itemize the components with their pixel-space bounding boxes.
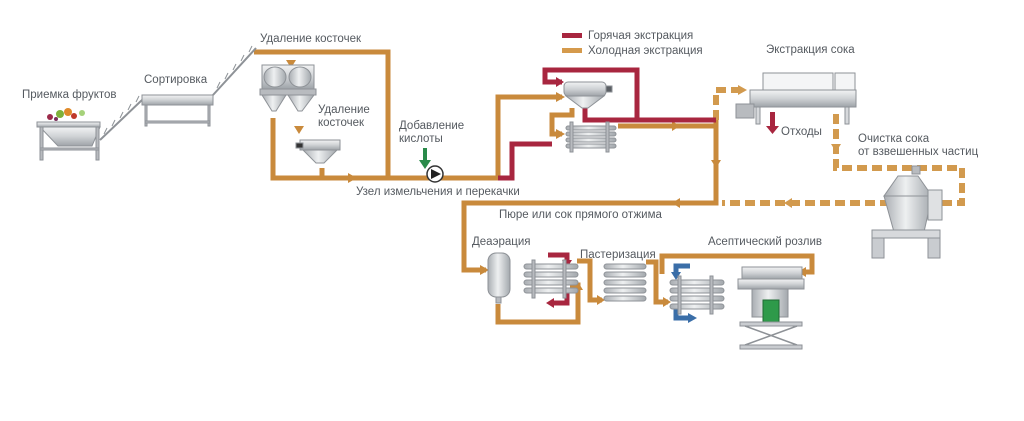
heat-exchanger-1 xyxy=(523,259,579,299)
pipe-pitter-outlet xyxy=(270,118,498,181)
acid-arrow-head xyxy=(419,160,431,169)
arrow-right-extractor xyxy=(556,92,565,102)
cooling-in xyxy=(673,263,690,274)
arrow-right-hex-out xyxy=(672,121,680,131)
label-puree: Пюре или сок прямого отжима xyxy=(499,209,662,221)
arrow-down-clarifier xyxy=(831,144,841,152)
pump-triangle xyxy=(431,169,441,179)
arrow-right-pasteurizer xyxy=(597,295,605,305)
hot-pipe-extractor-to-main xyxy=(582,108,716,123)
cold-extraction-pipes xyxy=(254,49,815,325)
label-aseptic-filling: Асептический розлив xyxy=(708,236,822,248)
dashed-to-juice-extractor xyxy=(713,87,740,120)
arrow-right-hot-extractor xyxy=(556,77,564,87)
hot-pipe-top-loop xyxy=(542,67,640,120)
waste-arrow-shaft xyxy=(770,112,775,126)
pipe-extractor-to-hex xyxy=(549,108,575,137)
dashed-flow-arrows xyxy=(738,85,841,208)
arrow-left-hot-heating xyxy=(546,298,554,308)
arrow-down-cooling xyxy=(671,272,681,280)
hot-flow-arrows xyxy=(546,77,779,308)
deaerator-tank xyxy=(487,252,511,304)
waste-arrow-head xyxy=(766,126,779,134)
label-fruit-reception: Приемка фруктов xyxy=(22,89,117,101)
arrow-down-pitting xyxy=(286,60,296,68)
label-deaeration: Деаэрация xyxy=(472,236,531,248)
hot-extraction-pipes xyxy=(498,67,716,306)
arrow-right-deaerator xyxy=(480,265,489,275)
arrow-left-puree xyxy=(672,198,680,208)
pipe-pasteurizer-to-hex2 xyxy=(646,259,668,305)
label-acid-2: кислоты xyxy=(399,133,443,145)
juice-extraction-decanter xyxy=(735,72,857,125)
arrow-down-pitter2 xyxy=(294,126,304,134)
aseptic-filler xyxy=(737,266,805,350)
cooling-arrows xyxy=(671,272,697,323)
cold-swatch xyxy=(562,48,582,53)
hot-pipe-milling-to-hex xyxy=(498,141,552,181)
label-pitting-mid-2: косточек xyxy=(318,117,365,129)
hot-heating-out xyxy=(552,293,570,306)
label-waste: Отходы xyxy=(781,126,822,138)
label-juice-extraction: Экстракция сока xyxy=(766,44,855,56)
arrow-down-main xyxy=(711,160,721,168)
heat-exchanger-2 xyxy=(669,275,725,315)
label-clarification-2: от взвешенных частиц xyxy=(858,146,979,158)
label-pitting-top: Удаление косточек xyxy=(260,33,361,45)
legend-hot-label: Горячая экстракция xyxy=(588,29,694,42)
legend-item-cold: Холодная экстракция xyxy=(562,43,703,58)
label-milling: Узел измельчения и перекачки xyxy=(356,186,520,198)
acid-arrow-shaft xyxy=(423,148,427,161)
inclined-conveyor-1 xyxy=(99,95,143,141)
arrow-right-hex2 xyxy=(663,297,671,307)
heat-exchanger-top xyxy=(565,121,617,153)
inclined-conveyor-2 xyxy=(212,45,257,96)
pasteurizer-coil xyxy=(603,263,647,302)
sorting-table xyxy=(141,94,214,127)
clarifier-separator xyxy=(871,165,943,259)
pipe-main-down xyxy=(461,118,719,273)
label-sorting: Сортировка xyxy=(144,74,208,86)
legend-cold-label: Холодная экстракция xyxy=(588,44,703,57)
arrow-right-juice-extractor xyxy=(738,85,747,95)
hot-heating-in xyxy=(548,252,570,262)
pipe-hex2-to-filler xyxy=(659,253,815,275)
cold-flow-arrows xyxy=(286,60,806,307)
label-clarification-1: Очистка сока xyxy=(858,133,930,145)
hot-extractor xyxy=(563,81,613,109)
pipe-pump-to-extractor xyxy=(495,94,562,178)
secondary-pitter xyxy=(295,139,341,164)
arrow-right-hex xyxy=(556,129,565,139)
arrow-right-milling xyxy=(348,173,357,183)
arrow-right-cooling xyxy=(688,313,697,323)
pipe-hex1-to-pasteurizer xyxy=(577,258,602,303)
hot-swatch xyxy=(562,33,582,38)
label-pasteurization: Пастеризация xyxy=(580,249,656,261)
acid-addition xyxy=(419,148,444,183)
label-pitting-mid-1: Удаление xyxy=(318,104,370,116)
fruit-reception-hopper xyxy=(36,108,101,161)
pipe-conveyor-to-pitting xyxy=(254,49,391,178)
arrow-left-main xyxy=(784,198,792,208)
pitting-machine xyxy=(259,64,317,112)
legend: Горячая экстракция Холодная экстракция xyxy=(562,28,703,58)
legend-item-hot: Горячая экстракция xyxy=(562,28,703,43)
label-acid-1: Добавление xyxy=(399,120,465,132)
